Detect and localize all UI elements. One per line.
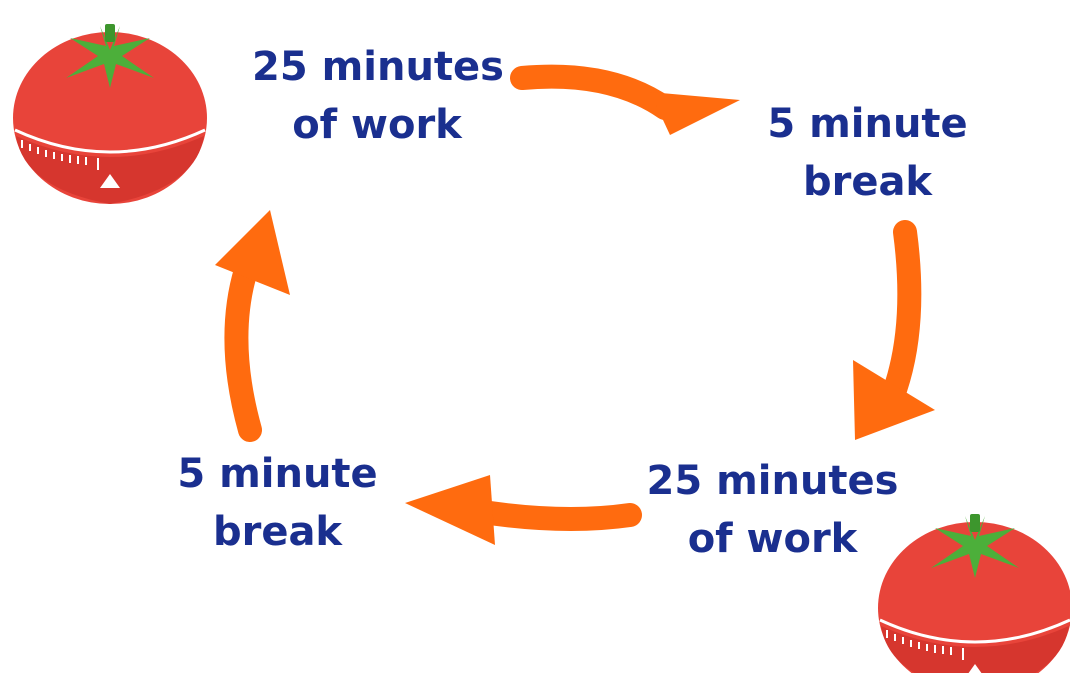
step-line: of work xyxy=(292,102,462,148)
step-line: break xyxy=(212,509,343,555)
step-line: 5 minute xyxy=(767,101,968,147)
tomato-timer-icon xyxy=(11,22,209,206)
step-work-label: 25 minutes of work xyxy=(252,38,504,154)
arrow-work-to-break-bottom-icon xyxy=(405,475,642,545)
step-break-label: 5 minute break xyxy=(760,95,975,211)
arrow-break-to-work-icon xyxy=(853,220,935,440)
step-line: 25 minutes xyxy=(646,458,899,504)
step-line: of work xyxy=(687,516,858,562)
step-work-label: 25 minutes of work xyxy=(645,452,900,568)
step-line: 25 minutes xyxy=(252,44,504,90)
tomato-timer-icon xyxy=(876,512,1070,673)
step-line: break xyxy=(802,159,933,205)
arrow-break-to-work-left-icon xyxy=(215,210,290,442)
arrow-work-to-break-icon xyxy=(510,64,740,135)
step-break-label: 5 minute break xyxy=(170,445,385,561)
step-line: 5 minute xyxy=(177,451,378,497)
